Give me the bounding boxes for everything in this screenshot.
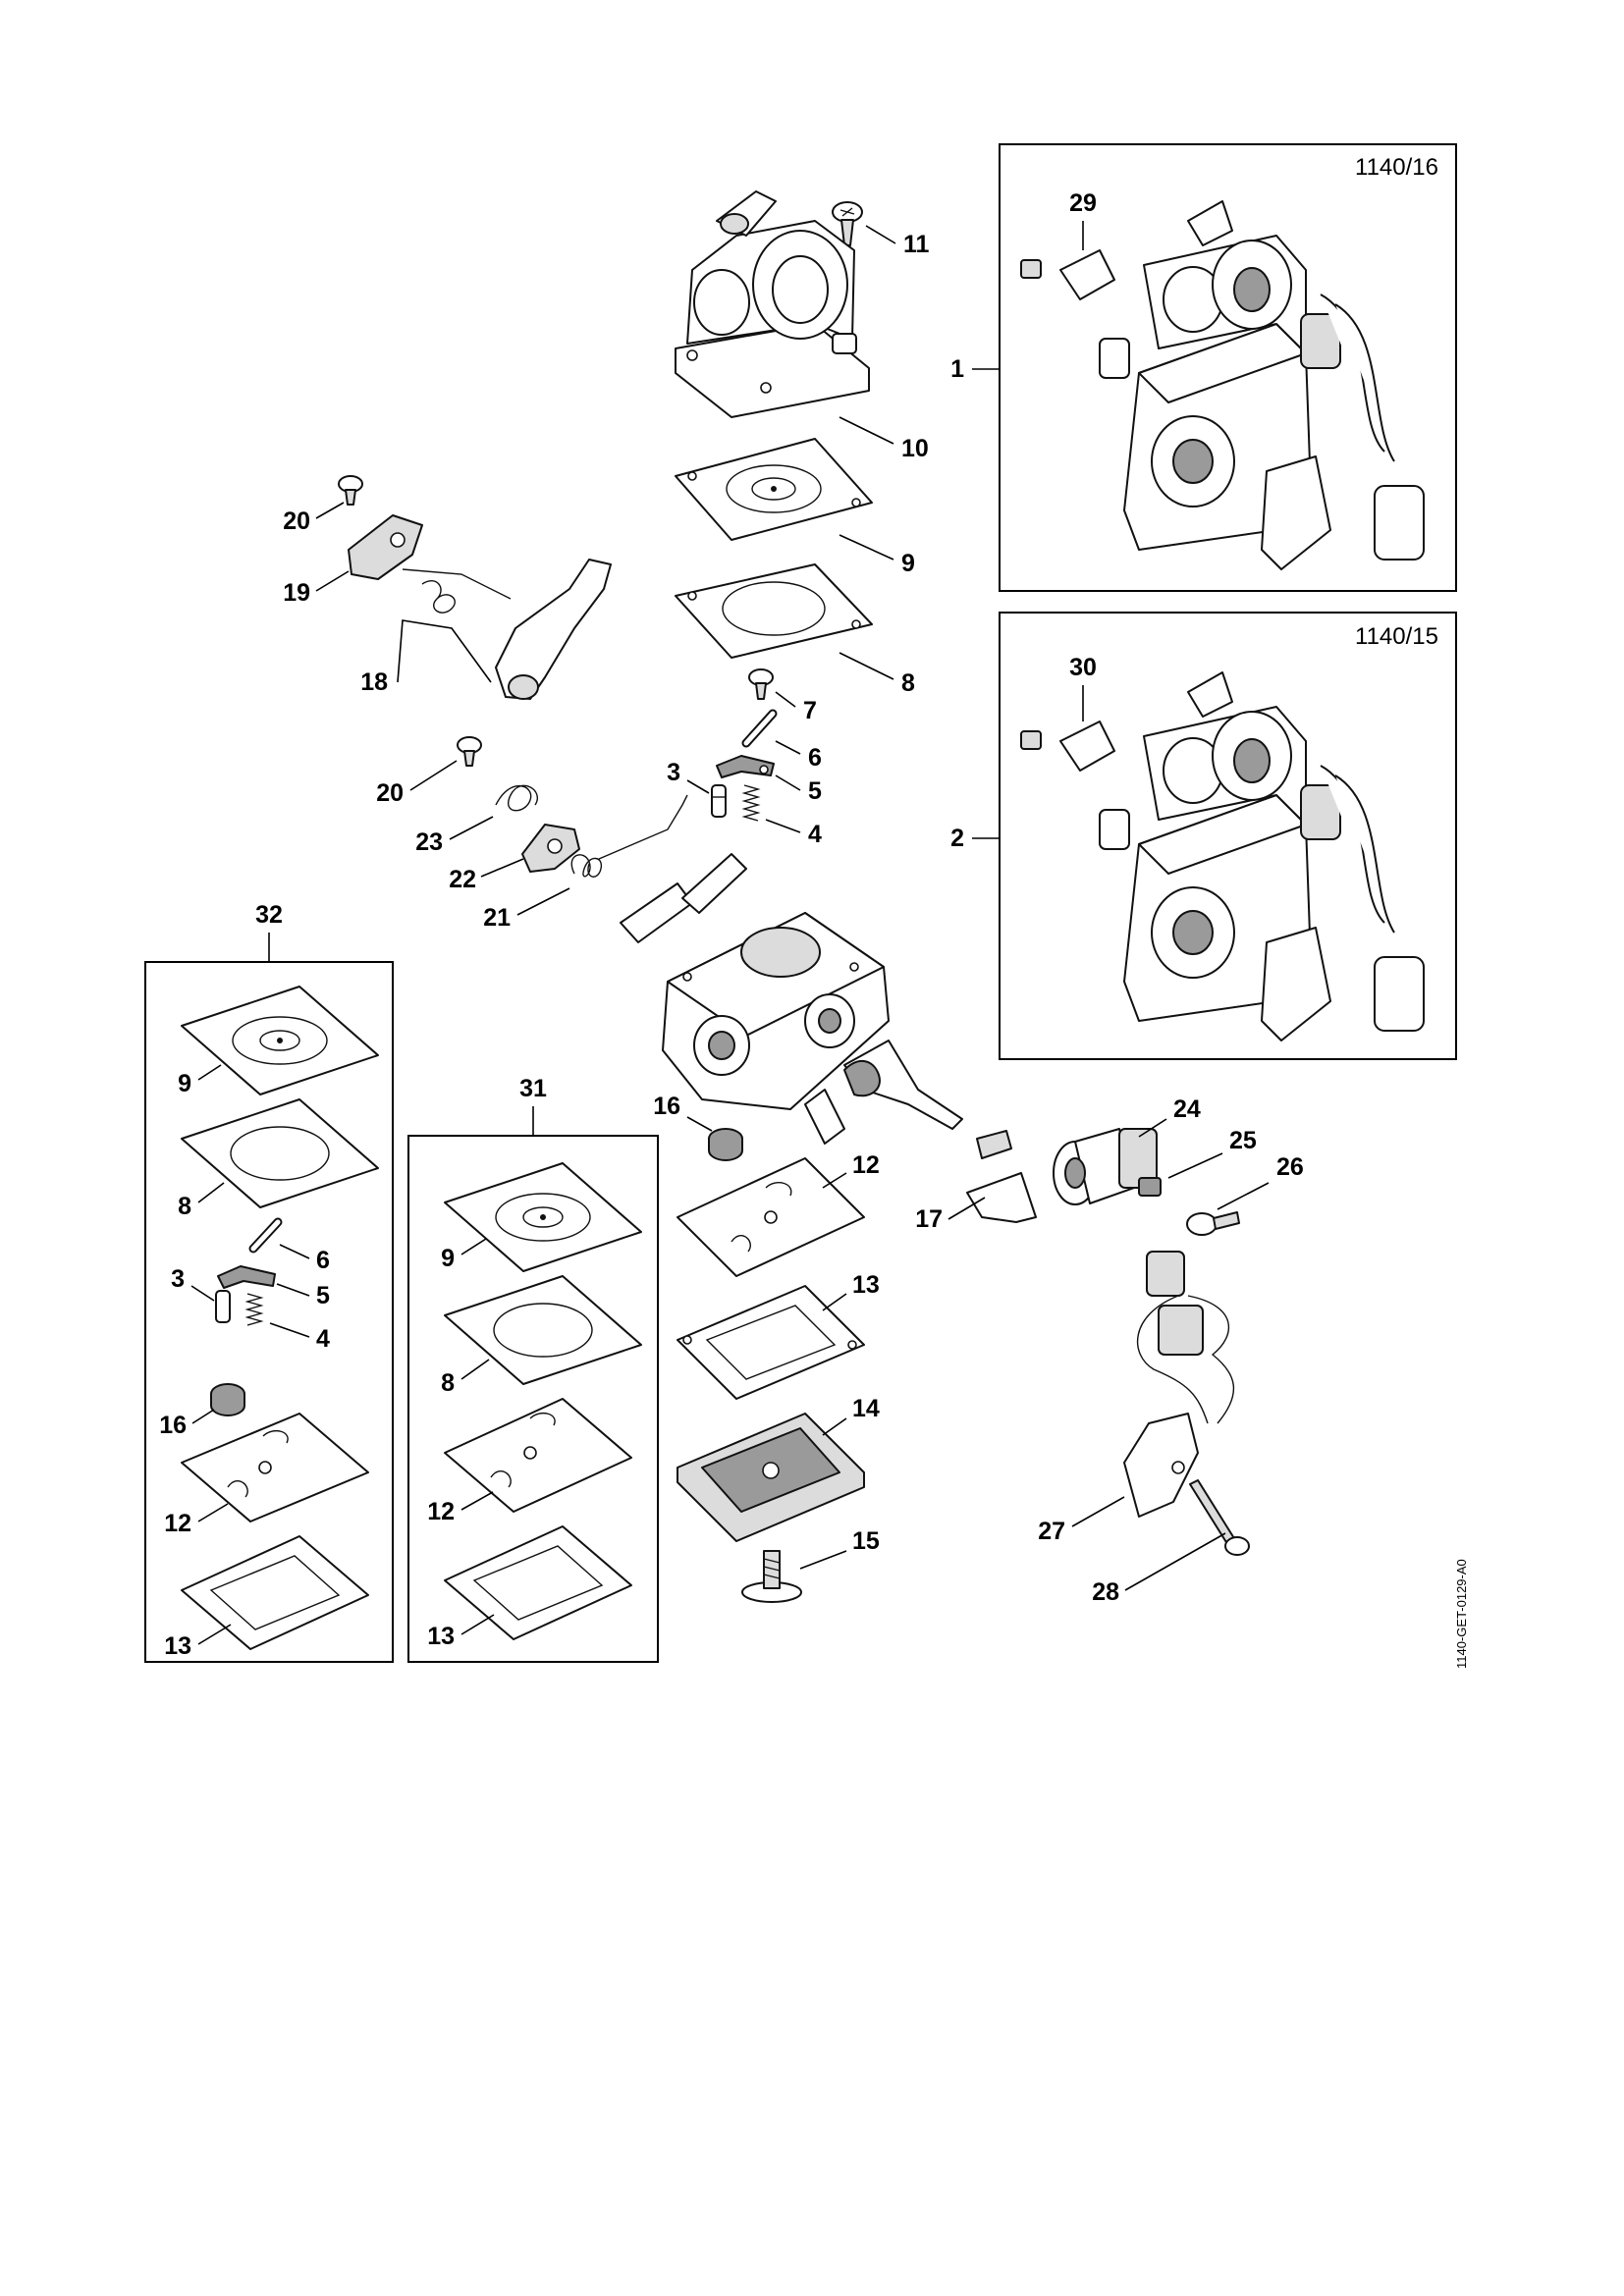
- callout-6-main: 6: [808, 744, 822, 772]
- part-3-inlet-needle: [711, 784, 727, 818]
- part-15-screw: [741, 1550, 802, 1603]
- callout-9-kit32: 9: [178, 1070, 191, 1097]
- callout-15: 15: [852, 1527, 880, 1555]
- callout-13-kit32: 13: [164, 1632, 191, 1660]
- callout-9-main: 9: [901, 550, 915, 577]
- callout-27: 27: [1038, 1518, 1065, 1545]
- callout-8-kit31: 8: [441, 1369, 455, 1397]
- part-23-spring: [495, 784, 538, 812]
- callout-19: 19: [283, 579, 310, 607]
- callout-18: 18: [360, 668, 388, 696]
- callout-12-main: 12: [852, 1151, 880, 1179]
- callout-9-kit31: 9: [441, 1245, 455, 1272]
- kit-32-gasket: [181, 1098, 379, 1208]
- callout-5-main: 5: [808, 777, 822, 805]
- callout-29: 29: [1069, 189, 1097, 217]
- callout-5-kit32: 5: [316, 1282, 330, 1309]
- callout-31: 31: [519, 1075, 547, 1102]
- callout-23: 23: [415, 828, 443, 856]
- kit-31-gasket: [444, 1275, 642, 1385]
- kit-32-lever: [217, 1265, 276, 1289]
- callout-30: 30: [1069, 654, 1097, 681]
- part-6-spindle: [741, 709, 778, 748]
- callout-3-kit32: 3: [171, 1265, 185, 1293]
- kit-32-metering-diaphragm: [181, 1413, 369, 1522]
- part-20-screw-mid: [457, 736, 482, 767]
- part-8-gasket: [675, 563, 873, 659]
- callout-8-main: 8: [901, 669, 915, 697]
- callout-1: 1: [950, 355, 964, 383]
- part-carburetor-body: [620, 853, 963, 1145]
- variant-box-1140-16: 1140/16 29: [999, 143, 1457, 592]
- variant-label-1140-15: 1140/15: [1355, 623, 1438, 650]
- kit-32-spring: [244, 1293, 264, 1326]
- callout-8-kit32: 8: [178, 1193, 191, 1220]
- kit-32-gasket-13: [181, 1535, 369, 1650]
- part-19-bracket: [348, 514, 423, 580]
- kit-31-gasket-13: [444, 1525, 632, 1640]
- part-22-bracket: [521, 824, 580, 873]
- part-9-pump-diaphragm: [675, 438, 873, 541]
- callout-24: 24: [1173, 1095, 1201, 1123]
- kit-31-metering-diaphragm: [444, 1398, 632, 1513]
- part-17-cap: [966, 1130, 1037, 1223]
- kit-32-spindle: [248, 1217, 283, 1254]
- kit-32-strainer: [210, 1383, 245, 1416]
- carburetor-assembly-1140-16: [1020, 200, 1425, 570]
- callout-7: 7: [803, 697, 817, 724]
- callout-22: 22: [449, 866, 476, 893]
- callout-28: 28: [1092, 1578, 1119, 1606]
- part-21-spring: [570, 794, 688, 878]
- part-10-upper-housing: [675, 190, 870, 418]
- document-id: 1140-GET-0129-A0: [1454, 1559, 1469, 1669]
- part-16-strainer: [708, 1128, 743, 1161]
- part-12-metering-diaphragm: [677, 1157, 865, 1277]
- callout-3-main: 3: [667, 759, 680, 786]
- callout-12-kit32: 12: [164, 1510, 191, 1537]
- part-5-inlet-lever: [716, 755, 775, 778]
- callout-16-kit32: 16: [159, 1412, 187, 1439]
- callout-14: 14: [852, 1395, 880, 1422]
- callout-25: 25: [1229, 1127, 1257, 1154]
- part-14-end-cover: [677, 1413, 865, 1542]
- callout-26: 26: [1276, 1153, 1304, 1181]
- kit-32-diaphragm: [181, 986, 379, 1095]
- part-4-spring: [741, 784, 761, 822]
- variant-label-1140-16: 1140/16: [1355, 154, 1438, 181]
- part-18-lever-assembly: [402, 559, 612, 700]
- callout-16-main: 16: [653, 1093, 680, 1120]
- part-24-solenoid-valve: [1053, 1128, 1158, 1205]
- part-11-screw: [832, 201, 863, 246]
- callout-4-main: 4: [808, 821, 822, 848]
- callout-13-kit31: 13: [427, 1623, 455, 1650]
- part-7-screw: [748, 668, 774, 700]
- callout-11: 11: [903, 231, 930, 258]
- part-20-screw-top: [338, 475, 363, 506]
- variant-box-1140-15: 1140/15 30: [999, 612, 1457, 1060]
- callout-17: 17: [915, 1205, 943, 1233]
- part-25-seal: [1138, 1177, 1162, 1197]
- callout-6-kit32: 6: [316, 1247, 330, 1274]
- carburetor-assembly-1140-15: [1020, 671, 1425, 1041]
- part-28-bolt: [1189, 1479, 1250, 1556]
- callout-10: 10: [901, 435, 929, 462]
- callout-12-kit31: 12: [427, 1498, 455, 1525]
- callout-21: 21: [483, 904, 511, 932]
- callout-4-kit32: 4: [316, 1325, 330, 1353]
- kit-31-diaphragm: [444, 1162, 642, 1272]
- callout-2: 2: [950, 825, 964, 852]
- callout-20-mid: 20: [376, 779, 404, 807]
- callout-32: 32: [255, 901, 283, 929]
- part-26-screw: [1186, 1211, 1240, 1236]
- part-27-wiring-harness: [1123, 1251, 1234, 1518]
- callout-13-main: 13: [852, 1271, 880, 1299]
- kit-32-needle: [215, 1290, 231, 1323]
- part-13-gasket: [677, 1285, 865, 1400]
- callout-20-top: 20: [283, 507, 310, 535]
